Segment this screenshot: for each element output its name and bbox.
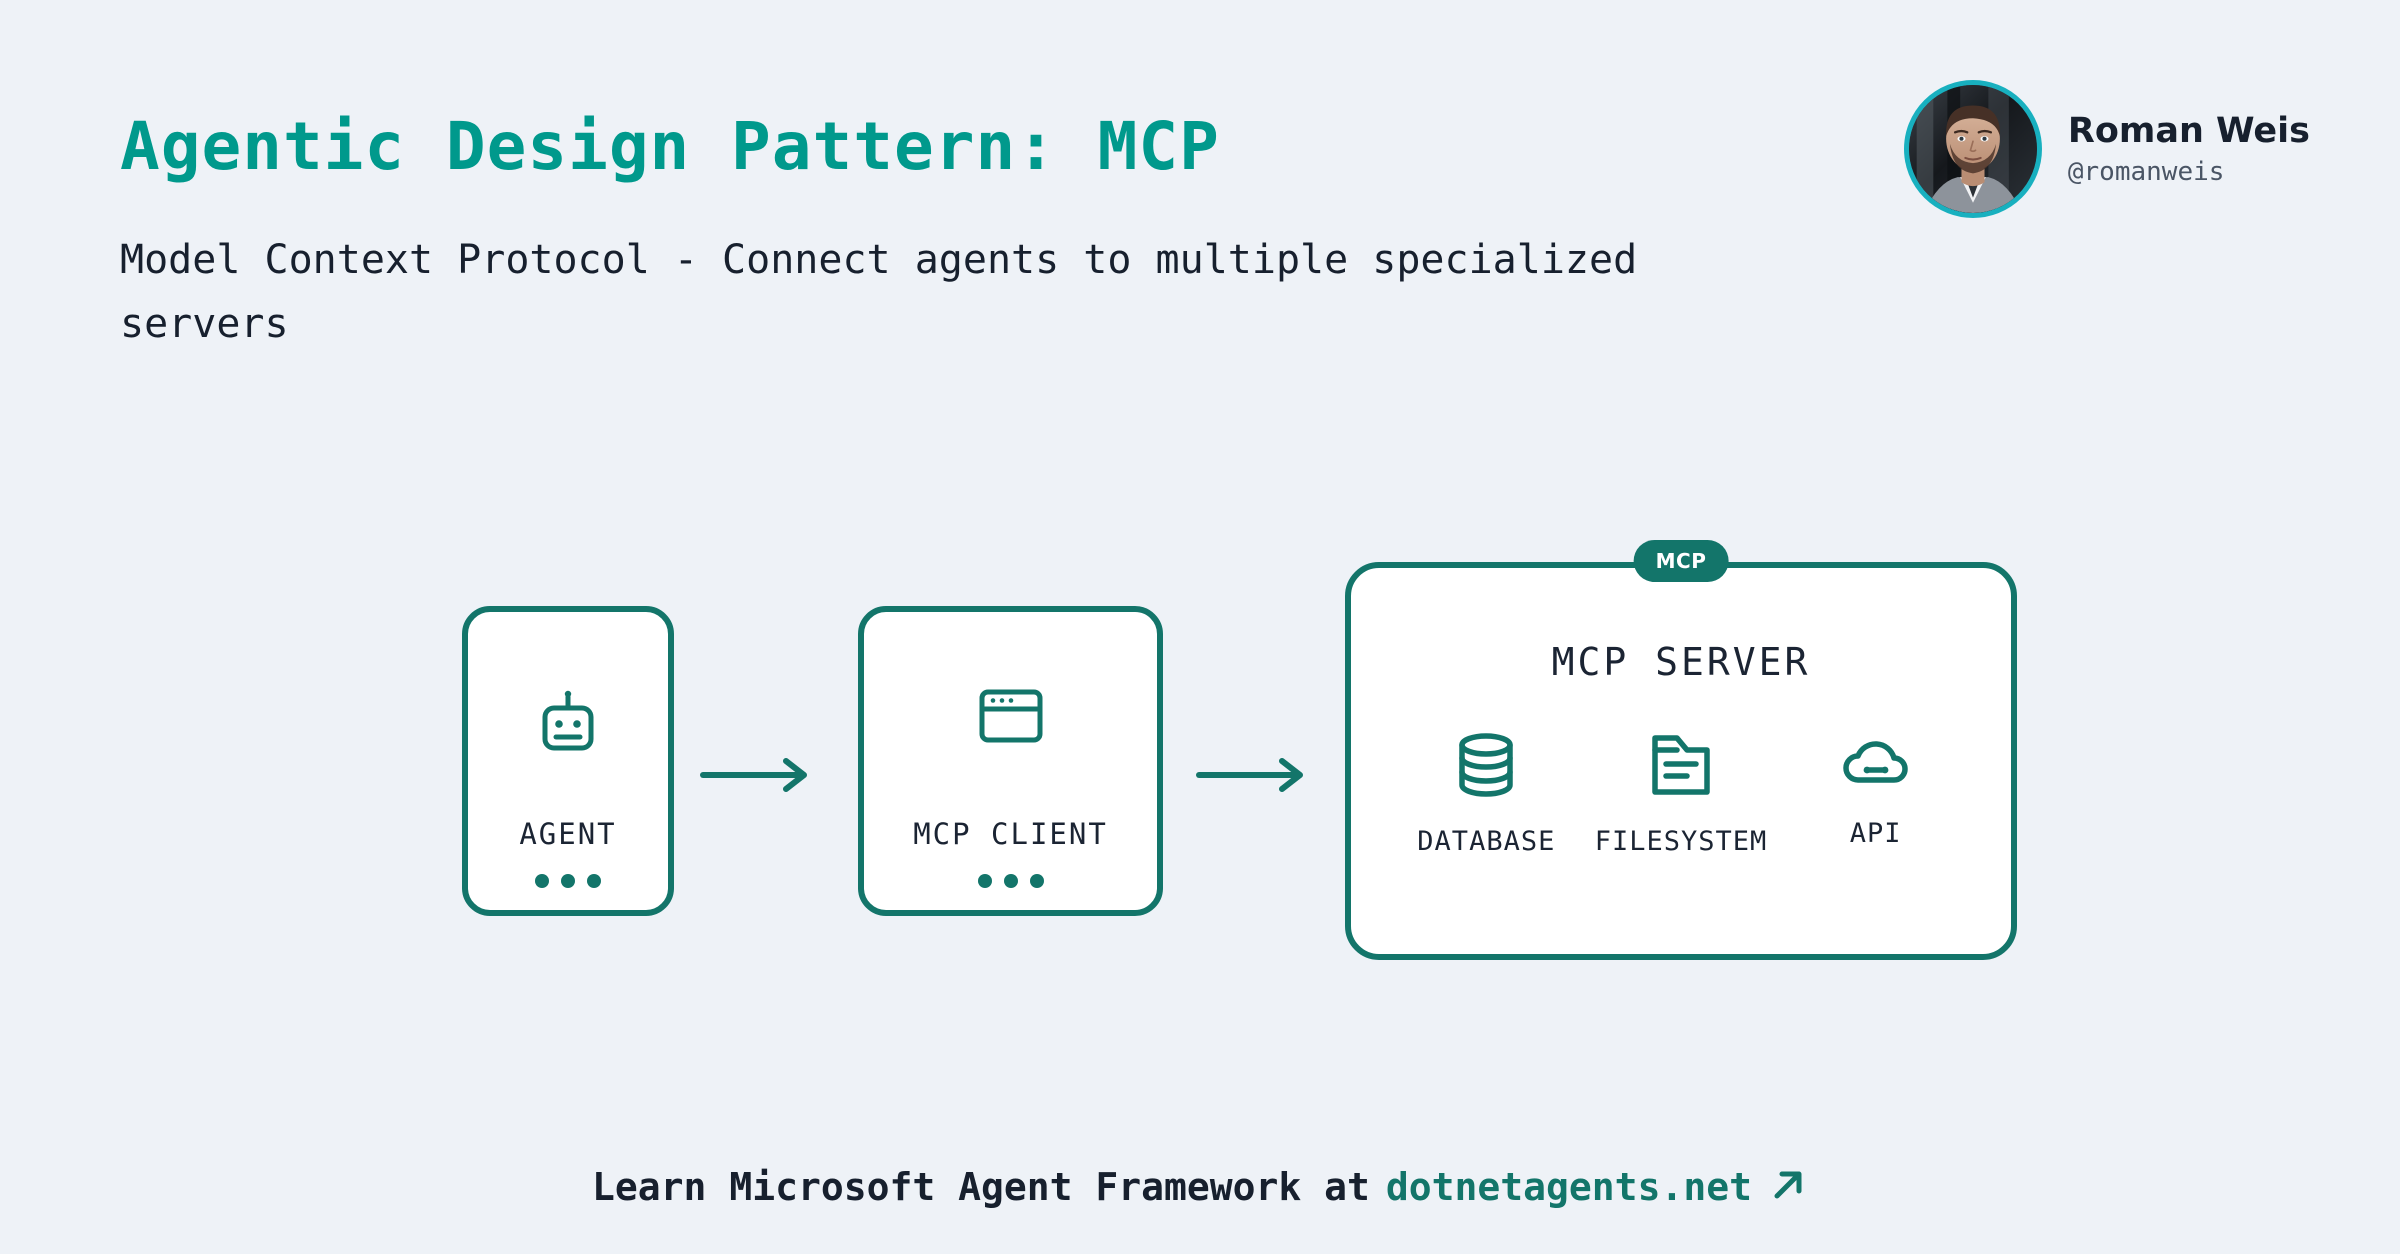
diagram-node-mcp-server[interactable]: MCP MCP SERVER DATABASE — [1345, 540, 2017, 960]
dot — [561, 874, 575, 888]
page-title: Agentic Design Pattern: MCP — [120, 108, 1220, 185]
capability-label-api: API — [1849, 818, 1902, 849]
arrow-client-to-server — [1196, 755, 1312, 799]
external-link-arrow-icon — [1768, 1165, 1808, 1209]
capability-label-filesystem: FILESYSTEM — [1594, 826, 1768, 857]
capability-filesystem[interactable]: FILESYSTEM — [1586, 730, 1776, 857]
mcp-protocol-badge: MCP — [1633, 540, 1729, 582]
avatar-portrait-icon — [1908, 85, 2037, 213]
server-title: MCP SERVER — [1551, 640, 1811, 684]
capability-database[interactable]: DATABASE — [1391, 730, 1581, 857]
footer-link[interactable]: dotnetagents.net — [1385, 1165, 1752, 1209]
node-label-agent: AGENT — [519, 817, 617, 851]
agent-activity-dots — [468, 874, 668, 888]
robot-icon — [537, 688, 599, 762]
node-label-mcp-client: MCP CLIENT — [913, 817, 1108, 851]
author-badge: Roman Weis @romanweis — [1903, 80, 2310, 218]
cloud-icon — [1840, 730, 1912, 796]
page-subtitle: Model Context Protocol - Connect agents … — [120, 237, 1638, 347]
server-capability-list: DATABASE FILESYSTEM — [1351, 730, 2011, 857]
diagram-node-mcp-client[interactable]: MCP CLIENT — [858, 606, 1163, 916]
diagram-node-agent[interactable]: AGENT — [462, 606, 674, 916]
dot — [1029, 874, 1044, 888]
author-handle: @romanweis — [2067, 157, 2225, 187]
capability-api[interactable]: API — [1781, 730, 1971, 849]
folder-document-icon — [1649, 730, 1713, 804]
client-activity-dots — [864, 874, 1157, 888]
browser-window-icon — [978, 688, 1044, 748]
mcp-architecture-diagram: AGENT — [0, 540, 2400, 970]
author-name: Roman Weis — [2067, 111, 2310, 151]
capability-label-database: DATABASE — [1417, 826, 1556, 857]
author-meta: Roman Weis @romanweis — [2068, 111, 2310, 187]
dot — [1003, 874, 1018, 888]
dot — [587, 874, 601, 888]
footer-text: Learn Microsoft Agent Framework at — [592, 1165, 1370, 1209]
footer-cta: Learn Microsoft Agent Framework at dotne… — [0, 1165, 2400, 1209]
dot — [535, 874, 549, 888]
avatar — [1903, 80, 2042, 218]
dot — [977, 874, 992, 888]
database-icon — [1453, 730, 1519, 804]
arrow-agent-to-client — [700, 755, 816, 799]
